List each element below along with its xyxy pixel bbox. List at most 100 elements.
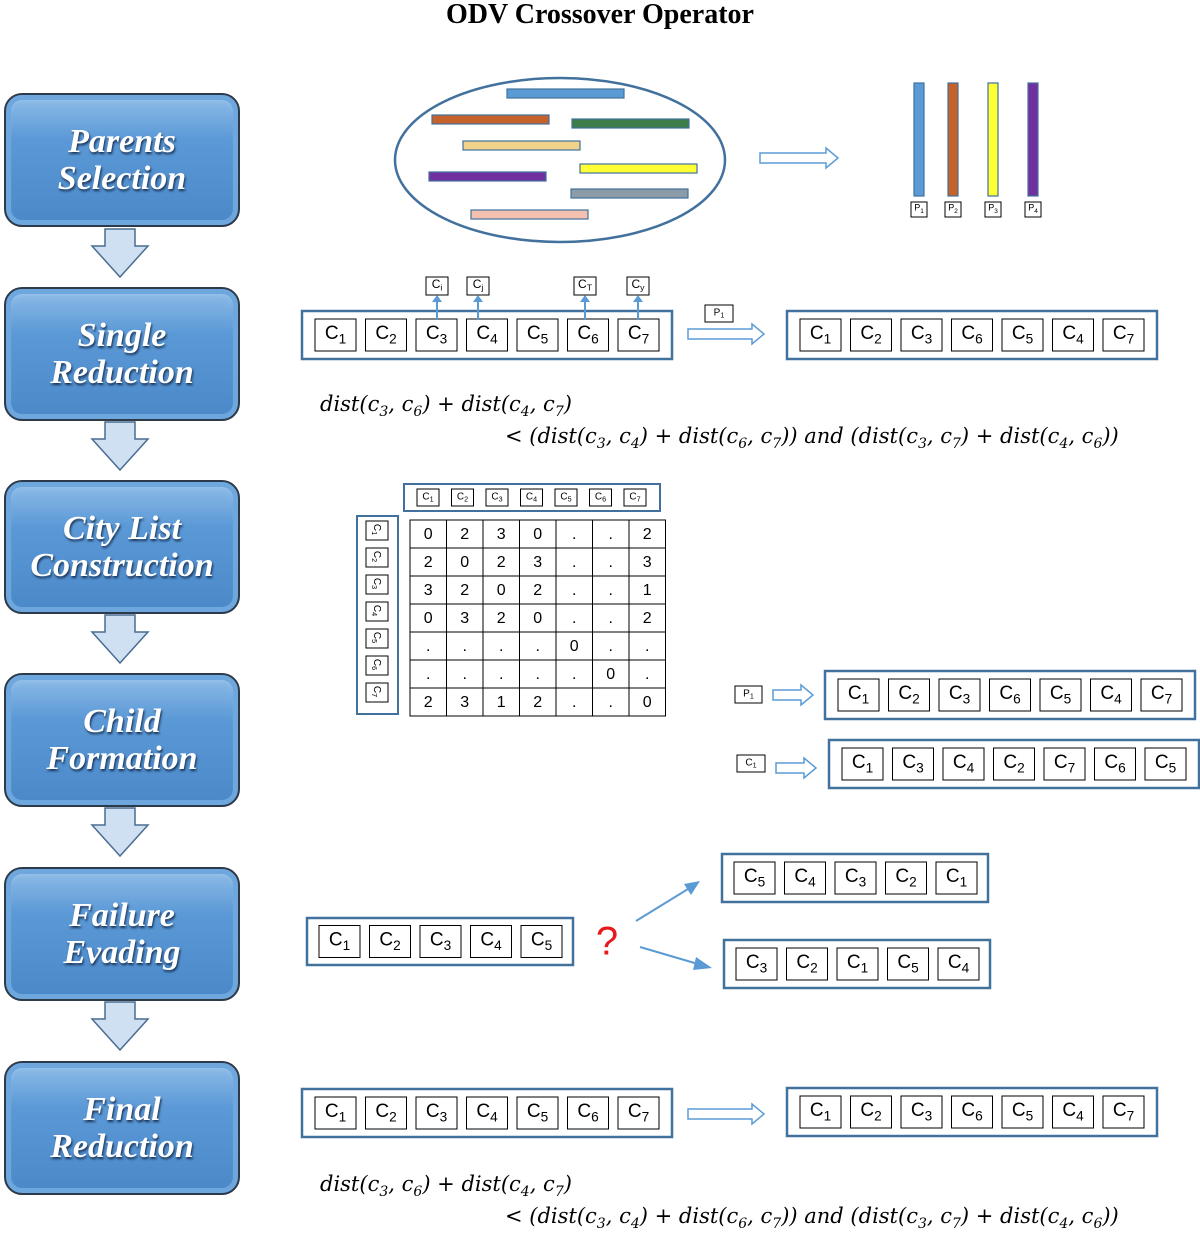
tour-city-box	[892, 747, 934, 781]
tour-city-label-letter: C	[897, 952, 911, 973]
step-label: City List Construction	[30, 510, 214, 584]
matrix-row-header-box	[365, 601, 389, 622]
matrix-column-header: C7	[623, 488, 647, 507]
tour-city-label-letter: C	[1054, 752, 1068, 773]
edge-marker-label: Cy	[632, 277, 646, 292]
matrix-cell	[628, 519, 666, 549]
tour-city-label: C3	[911, 323, 932, 346]
tour-city-box	[938, 678, 981, 712]
edge-marker: CT	[573, 276, 597, 296]
tour-city-label: C1	[325, 1101, 346, 1124]
formula-top-line1: dist(c3, c6) + dist(c4, c7)	[320, 392, 572, 420]
matrix-cell	[628, 687, 666, 717]
tour-city-label-letter: C	[744, 866, 758, 887]
tour-city: C5	[1144, 747, 1187, 781]
tour-city-label: C6	[999, 683, 1020, 706]
child-c1-label-label: C1	[745, 757, 756, 769]
tour-city-label-letter: C	[895, 866, 909, 887]
formula-text: , c	[926, 424, 952, 448]
tour-city-label: C1	[848, 683, 869, 706]
branch-arrow-up-head	[684, 881, 700, 895]
tour-city: C7	[617, 1096, 660, 1130]
tour-city: C2	[369, 925, 411, 958]
matrix-column-header-label-letter: C	[491, 491, 498, 502]
tour-city-box	[1144, 747, 1187, 781]
parent-bar	[947, 82, 959, 197]
matrix-cell	[482, 547, 520, 577]
step-city-list-construction: City List Construction	[4, 480, 240, 614]
matrix-cell-value: .	[572, 694, 576, 711]
matrix-cell-value: .	[463, 666, 467, 683]
tour-city-label-subscript: 1	[824, 331, 832, 346]
tour-city-label-letter: C	[961, 1100, 975, 1121]
matrix-cell	[519, 659, 557, 689]
matrix-cell	[519, 687, 557, 717]
edge-marker-label-subscript: T	[587, 283, 593, 293]
formula-text: ) + dist(c	[639, 1204, 739, 1228]
formula-text: dist(c	[320, 1172, 380, 1196]
tour-city-label: C5	[1155, 752, 1177, 775]
parent-bar	[1027, 82, 1039, 197]
matrix-column-header-box	[485, 488, 509, 507]
tour-city-label: C6	[577, 1101, 598, 1124]
matrix-column-header: C3	[485, 488, 509, 507]
tour-city-box	[900, 1095, 943, 1129]
matrix-cell-value: .	[426, 666, 430, 683]
tour-city-label: C4	[1062, 323, 1084, 346]
tour-city-label-subscript: 4	[1076, 1108, 1084, 1123]
tour-city-label: C6	[1104, 752, 1125, 775]
matrix-row-header-label-subscript: 3	[370, 585, 379, 589]
tour-city-box	[617, 318, 660, 352]
tour-city-box	[836, 947, 879, 981]
matrix-cell	[628, 547, 666, 577]
matrix-cell-value: .	[609, 610, 613, 627]
step-single-reduction: Single Reduction	[4, 287, 240, 421]
tour-city: C1	[314, 1096, 357, 1130]
matrix-cell-value: .	[536, 638, 540, 655]
tour-city-box	[784, 861, 826, 895]
tour-city-label-letter: C	[1104, 752, 1118, 773]
tour-city-label-letter: C	[476, 1101, 490, 1122]
tour-city-box	[1090, 678, 1132, 712]
tour-city: C1	[836, 947, 879, 981]
tour-city: C3	[900, 318, 943, 352]
matrix-column-header-label: C2	[457, 491, 468, 503]
tour-city-label-letter: C	[531, 930, 545, 951]
parent-label-box	[1024, 201, 1042, 218]
tour-city-label-letter: C	[796, 952, 810, 973]
matrix-column-header-box	[589, 488, 612, 507]
tour-city-box	[1043, 747, 1086, 781]
tour-city-label-subscript: 6	[975, 1108, 983, 1123]
tour-city: C5	[887, 947, 929, 981]
parent-label-label-letter: P	[948, 203, 954, 213]
population-individual	[470, 209, 589, 220]
step-label: Single Reduction	[50, 317, 194, 391]
matrix-column-header-label: C4	[526, 491, 537, 503]
tour-city-box	[942, 747, 985, 781]
tour-city-box	[415, 318, 458, 352]
tour-city-box	[567, 1096, 609, 1130]
tour-city-box	[365, 318, 407, 352]
tour-city: C7	[617, 318, 660, 352]
tour-city-label-subscript: 4	[1076, 331, 1084, 346]
tour-city-box	[466, 1096, 508, 1130]
formula-bottom-line1: dist(c3, c6) + dist(c4, c7)	[320, 1172, 572, 1200]
tour-city-label: C2	[375, 323, 396, 346]
formula-top-line2: < (dist(c3, c4) + dist(c6, c7)) and (dis…	[505, 424, 1119, 452]
matrix-cell	[446, 687, 484, 717]
tour-city-label: C1	[852, 752, 873, 775]
parent-label-box	[910, 201, 928, 218]
parent-label-label-letter: P	[914, 203, 920, 213]
tour-city-label-letter: C	[911, 323, 925, 344]
edge-marker-arrow-head	[633, 295, 643, 302]
formula-subscript: 3	[917, 1216, 927, 1233]
matrix-row-header-label-letter: C	[371, 659, 382, 666]
matrix-row-header: C5	[365, 628, 389, 649]
tour-city-label-letter: C	[426, 1101, 440, 1122]
tour-city-label-letter: C	[898, 683, 912, 704]
matrix-cell-value: 0	[606, 666, 615, 683]
tour-city-label: C5	[744, 866, 766, 889]
